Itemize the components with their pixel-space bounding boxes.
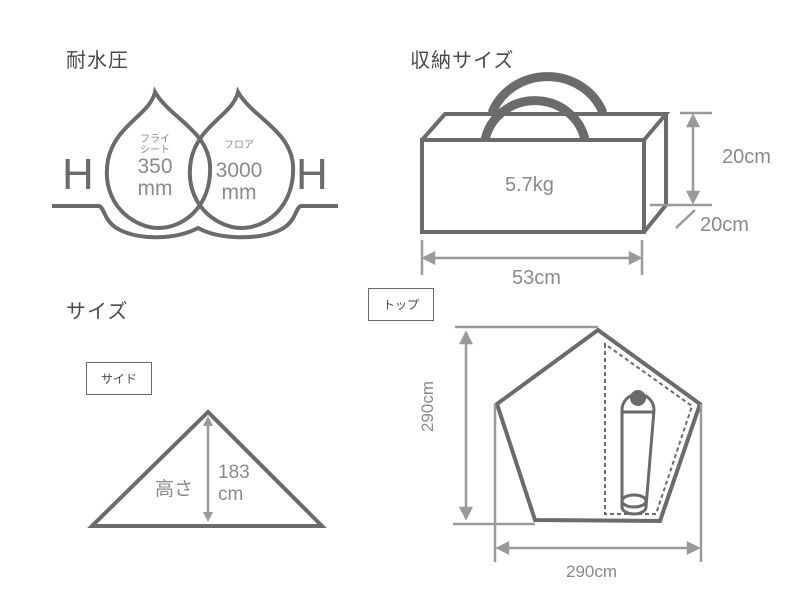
storage-depth: 20cm [700, 214, 749, 236]
fly-unit: mm [137, 177, 173, 200]
side-view-tag: サイド [86, 362, 152, 395]
water-pressure-heading: 耐水圧 [66, 48, 129, 72]
floor-label: フロア [224, 140, 254, 151]
fly-value: 350 [137, 155, 173, 178]
fly-label-line2: シート [140, 145, 170, 156]
side-height-value: 183 cm [218, 462, 250, 506]
h-right-label: H [296, 150, 328, 199]
storage-dimension-lines [420, 111, 712, 275]
floor-value: 3000 [215, 159, 263, 182]
water-drops-icon [52, 86, 338, 240]
top-dimension-lines [453, 325, 703, 562]
top-view-pentagon [494, 327, 703, 524]
storage-bag-icon [420, 72, 671, 234]
top-depth-label: 290cm [418, 380, 437, 432]
fly-sheet-pressure: フライ シート 350 mm [125, 134, 185, 200]
storage-width: 53cm [512, 267, 561, 289]
top-width-label: 290cm [566, 562, 618, 581]
side-height-label: 高さ [155, 479, 194, 500]
side-height-number: 183 [218, 462, 250, 483]
fly-label-line1: フライ [140, 134, 170, 145]
size-heading: サイズ [66, 299, 129, 323]
side-height-unit: cm [218, 484, 244, 505]
storage-weight: 5.7kg [505, 174, 554, 196]
top-view-tag: トップ [368, 288, 434, 321]
side-view-triangle [87, 409, 327, 528]
storage-height: 20cm [722, 146, 771, 168]
h-left-label: H [62, 150, 94, 199]
floor-unit: mm [221, 181, 257, 204]
floor-pressure: フロア 3000 mm [203, 140, 275, 204]
storage-size-heading: 収納サイズ [410, 48, 515, 72]
